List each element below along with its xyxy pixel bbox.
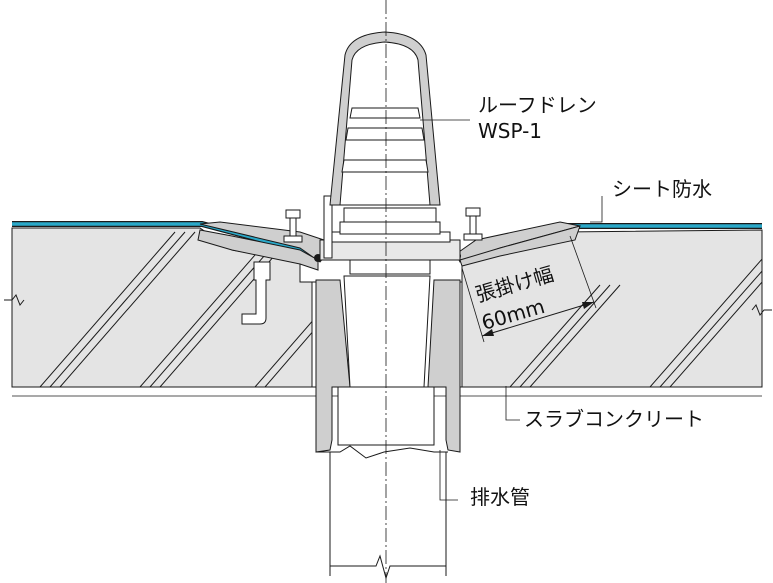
break-mark-right: [751, 304, 772, 316]
slab-label: スラブコンクリート: [524, 407, 704, 431]
leader-lines: [420, 119, 603, 501]
break-mark-left: [4, 294, 25, 306]
anchor-hook: [241, 261, 271, 325]
overlap-dimension: [461, 235, 597, 343]
drain-pipe-label: 排水管: [470, 485, 530, 509]
drain-pipe: [311, 275, 463, 580]
waterproofing-label: シート防水: [612, 177, 712, 201]
drain-flange: [197, 195, 581, 325]
slab-hatch-right: [509, 258, 762, 387]
bolt-left: [283, 195, 333, 259]
bolt-right: [463, 207, 483, 241]
drain-model-label: WSP-1: [478, 119, 542, 143]
drain-name-label: ルーフドレン: [478, 93, 597, 117]
drain-strainer: [329, 31, 441, 206]
